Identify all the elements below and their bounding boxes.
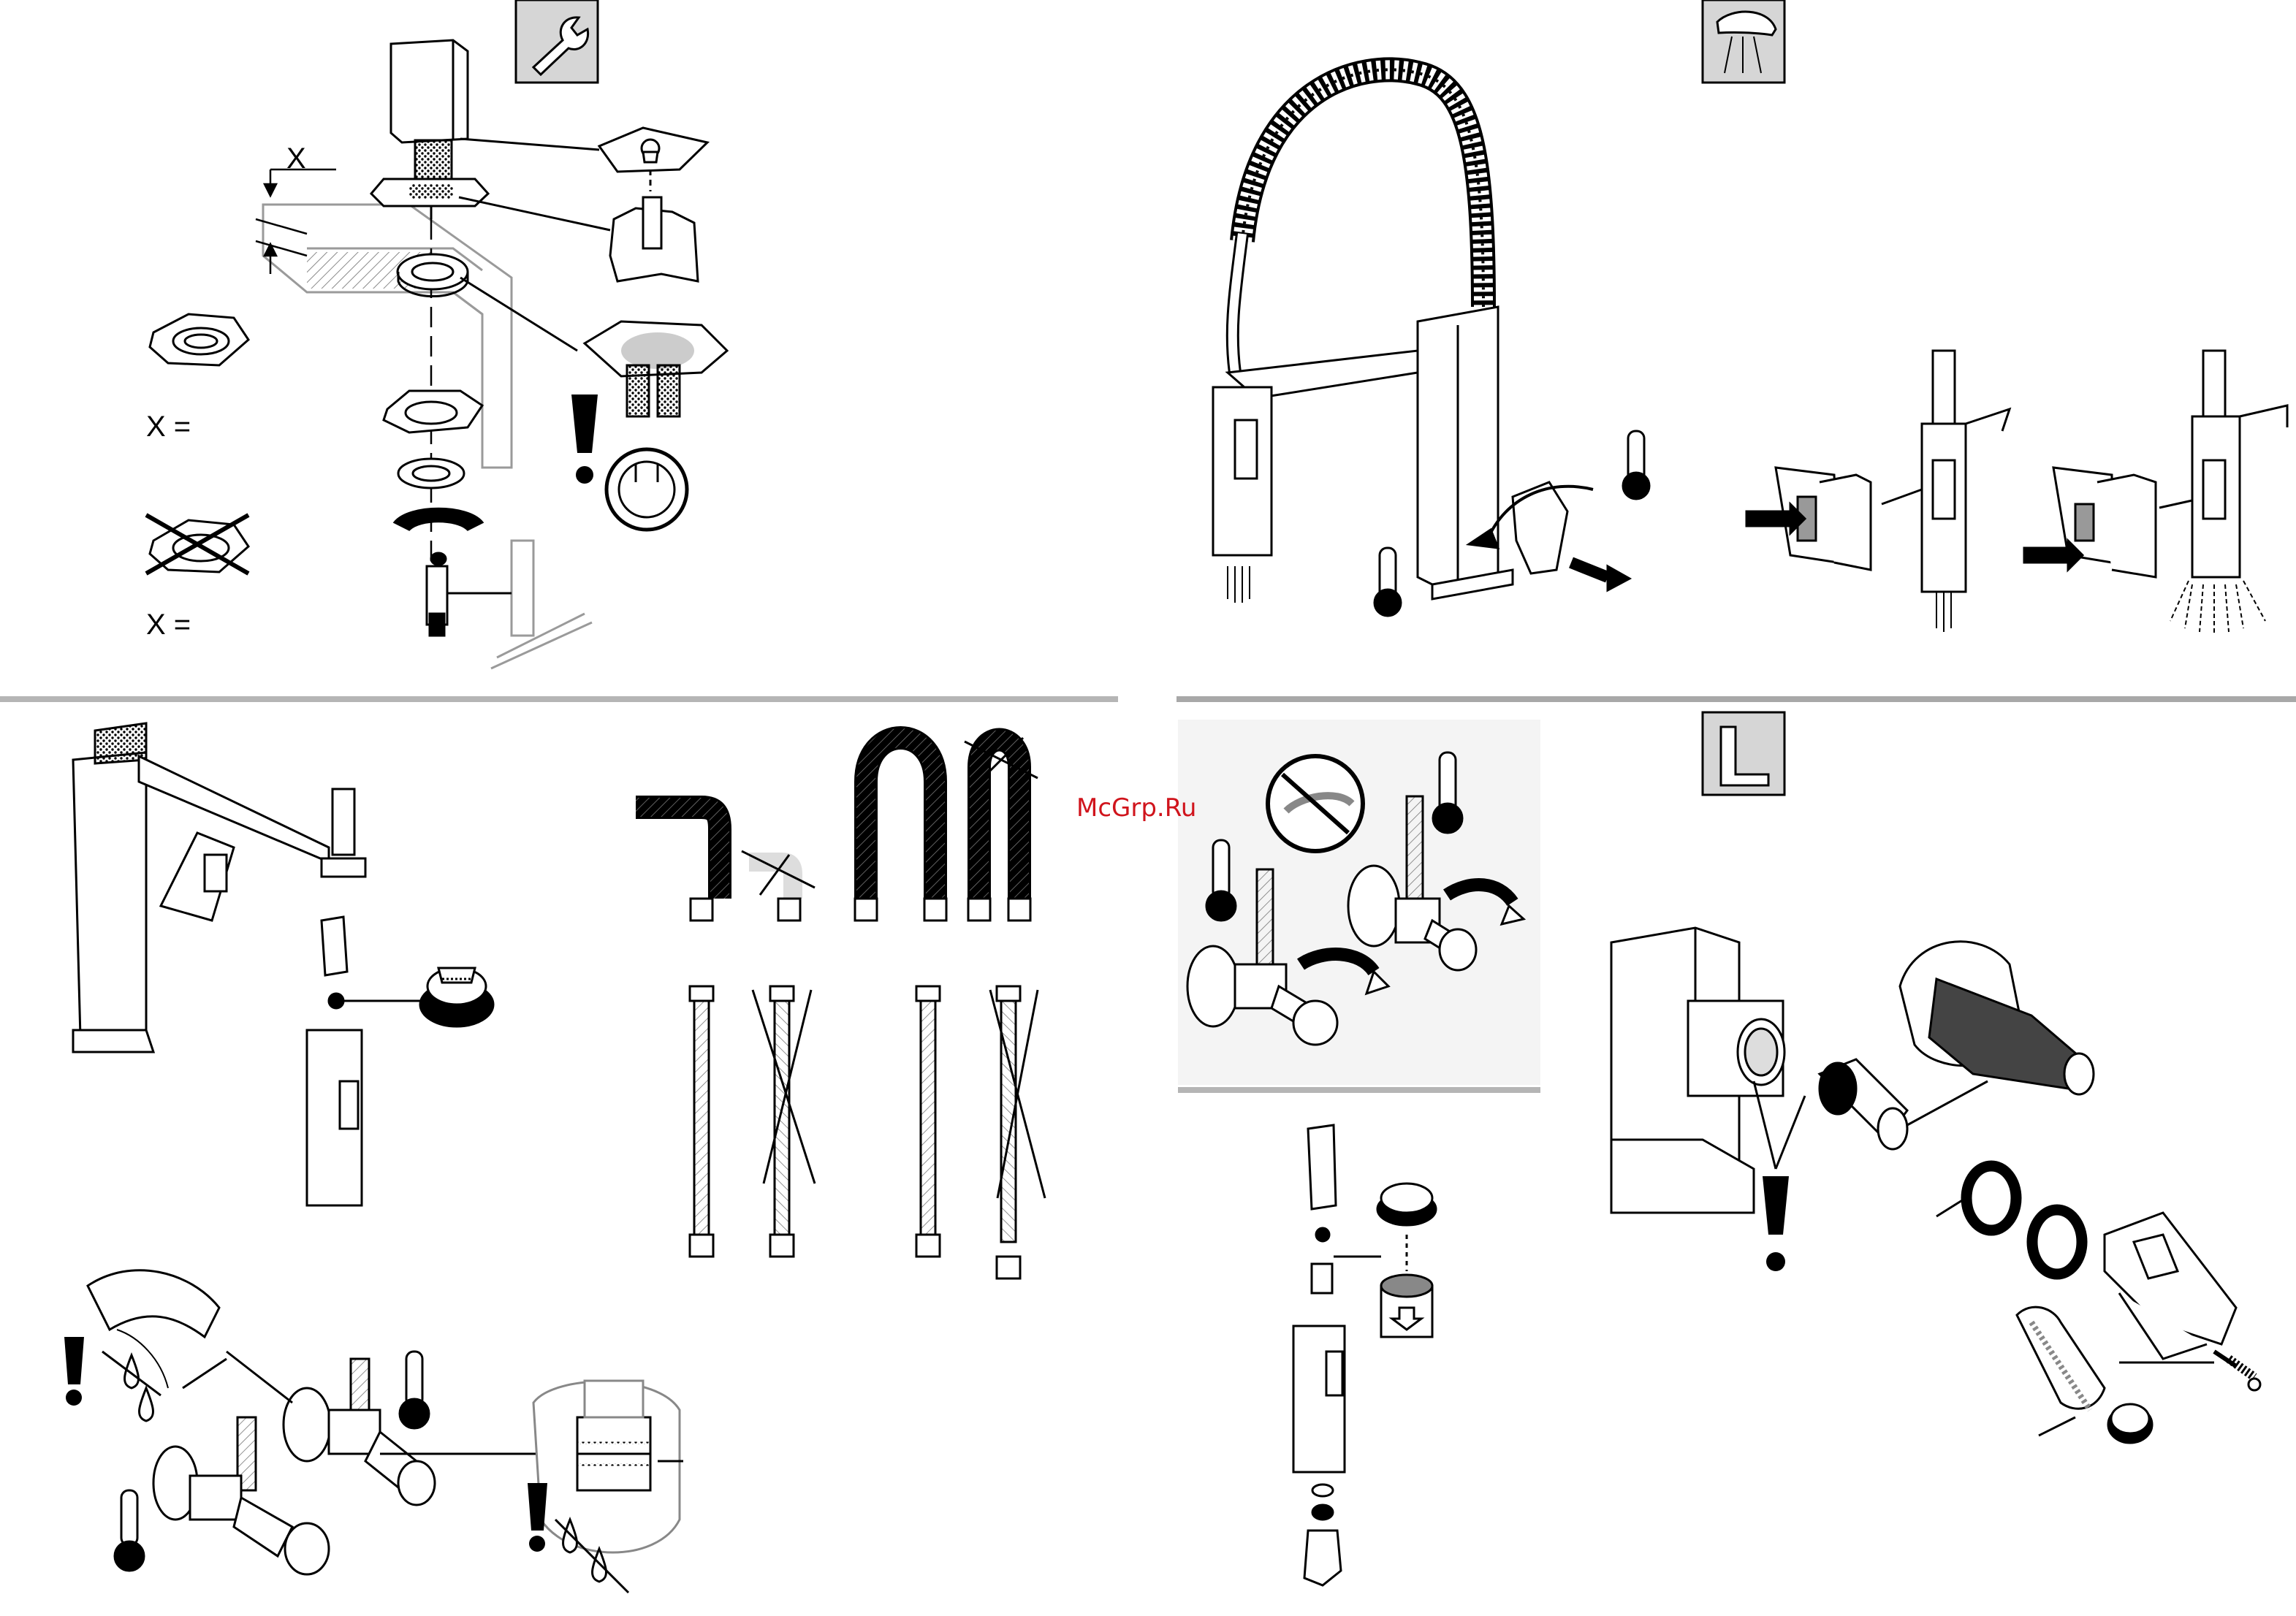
- exclamation-icon: [1754, 1081, 1805, 1271]
- cartridge-exploded-top: [1900, 942, 2094, 1094]
- mounting-parts-stack: [384, 254, 482, 636]
- x-equals-label-top: X =: [146, 411, 191, 443]
- wrench-icon: [516, 0, 598, 83]
- aerator-part: [420, 968, 493, 1026]
- exclamation-icon: [571, 395, 598, 484]
- spray-head-detached: [307, 917, 420, 1205]
- nut-correct: [150, 314, 248, 365]
- step-installation: [146, 0, 727, 668]
- spray-mode-stream: [1746, 351, 2010, 632]
- hose-bend-rules: [636, 738, 1045, 1278]
- step-spray-operation: [1213, 0, 2287, 634]
- faucet-base-body: [371, 40, 488, 219]
- valve-thread-detail: [533, 1381, 683, 1552]
- handle-cap-parts: [2017, 1307, 2152, 1443]
- hex-key-icon: [1703, 712, 1784, 795]
- x-equals-label-bottom: X =: [146, 609, 191, 641]
- no-spray-icon: [1268, 756, 1363, 851]
- step-cartridge-replacement: [1611, 712, 2260, 1443]
- kitchen-faucet-body: [1213, 307, 1630, 603]
- socket-wrench: [447, 541, 592, 668]
- callout-valve-cap: [459, 128, 707, 281]
- angle-valve-connections: [88, 1270, 541, 1574]
- aerator-removal: [1293, 1125, 1436, 1585]
- lever-handle: [2105, 1213, 2260, 1390]
- countertop-section: [263, 205, 512, 468]
- watermark-text: McGrp.Ru: [1076, 793, 1196, 823]
- faucet-spout-front: [73, 723, 365, 1052]
- faucet-body-cutaway: [1611, 928, 1784, 1213]
- x-dimension-label: X: [286, 142, 306, 175]
- nut-incorrect-crossed: [146, 515, 248, 573]
- step-aerator-and-hose: [64, 723, 1045, 1593]
- spray-head-icon: [1703, 0, 1784, 83]
- cartridge-assembly: [1820, 1059, 2086, 1278]
- spray-mode-shower: [2024, 351, 2287, 634]
